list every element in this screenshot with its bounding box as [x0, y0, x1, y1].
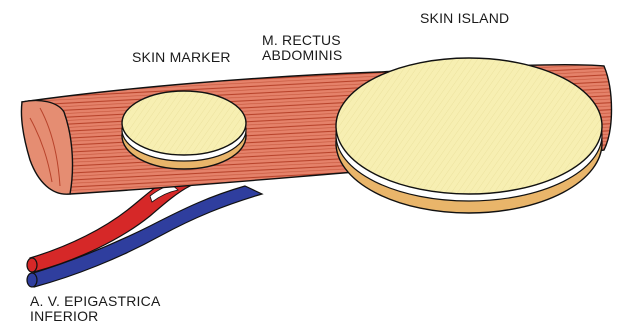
- epigastric-vessels: [27, 180, 262, 287]
- skin-island-paddle: [336, 58, 602, 213]
- rectus-abdominis-label: M. RECTUS ABDOMINIS: [262, 33, 342, 63]
- skin-island-label: SKIN ISLAND: [420, 11, 509, 26]
- muscle-cut-end: [21, 100, 72, 194]
- skin-marker-label: SKIN MARKER: [132, 50, 231, 65]
- skin-marker-paddle: [122, 91, 246, 169]
- vessels-label-line1: A. V. EPIGASTRICA: [30, 294, 160, 309]
- vein-cut-end: [27, 273, 37, 287]
- artery-cut-end: [27, 258, 37, 272]
- vessels-label-line2: INFERIOR: [30, 309, 160, 324]
- vessels-label: A. V. EPIGASTRICA INFERIOR: [30, 294, 160, 324]
- muscle-label-line2: ABDOMINIS: [262, 48, 342, 63]
- muscle-label-line1: M. RECTUS: [262, 33, 342, 48]
- skin-island-text: SKIN ISLAND: [420, 11, 509, 26]
- skin-marker-text: SKIN MARKER: [132, 50, 231, 65]
